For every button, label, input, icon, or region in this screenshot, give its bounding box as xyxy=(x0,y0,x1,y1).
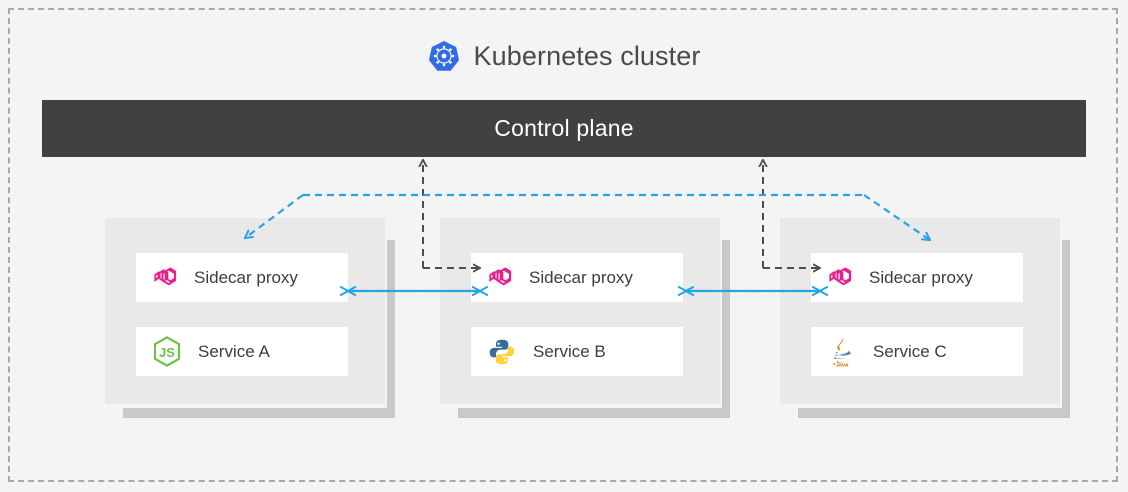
pod-stack-front xyxy=(440,218,720,404)
sidecar-proxy-card-a[interactable]: Sidecar proxy xyxy=(136,253,348,302)
service-label-c: Service C xyxy=(873,341,947,361)
svg-text:JS: JS xyxy=(159,345,175,360)
sidecar-proxy-label-c: Sidecar proxy xyxy=(869,267,973,287)
cluster-title: Kubernetes cluster xyxy=(0,40,1128,72)
pod-service-b: Sidecar proxy Service B xyxy=(440,218,730,418)
sidecar-proxy-label-b: Sidecar proxy xyxy=(529,267,633,287)
envoy-proxy-icon xyxy=(827,263,857,293)
cluster-title-label: Kubernetes cluster xyxy=(473,40,701,71)
sidecar-proxy-card-b[interactable]: Sidecar proxy xyxy=(471,253,683,302)
control-plane-bar: Control plane xyxy=(42,100,1086,157)
service-card-a[interactable]: JS Service A xyxy=(136,327,348,376)
kubernetes-logo-icon xyxy=(428,40,460,72)
nodejs-icon: JS xyxy=(152,336,182,367)
sidecar-proxy-card-c[interactable]: Sidecar proxy xyxy=(811,253,1023,302)
kubernetes-cluster-boundary xyxy=(8,8,1118,482)
pod-service-c: Sidecar proxy xyxy=(780,218,1070,418)
envoy-proxy-icon xyxy=(152,263,182,293)
sidecar-proxy-label-a: Sidecar proxy xyxy=(194,267,298,287)
svg-text:Java: Java xyxy=(836,362,849,367)
service-label-b: Service B xyxy=(533,341,606,361)
service-card-c[interactable]: Java Service C xyxy=(811,327,1023,376)
pod-stack-front xyxy=(780,218,1060,404)
pod-stack-front xyxy=(105,218,385,404)
service-card-b[interactable]: Service B xyxy=(471,327,683,376)
service-label-a: Service A xyxy=(198,341,270,361)
pod-service-a: Sidecar proxy JS Service A xyxy=(105,218,395,418)
envoy-proxy-icon xyxy=(487,263,517,293)
java-icon: Java xyxy=(827,337,857,367)
python-icon xyxy=(487,337,517,367)
control-plane-label: Control plane xyxy=(494,115,634,141)
